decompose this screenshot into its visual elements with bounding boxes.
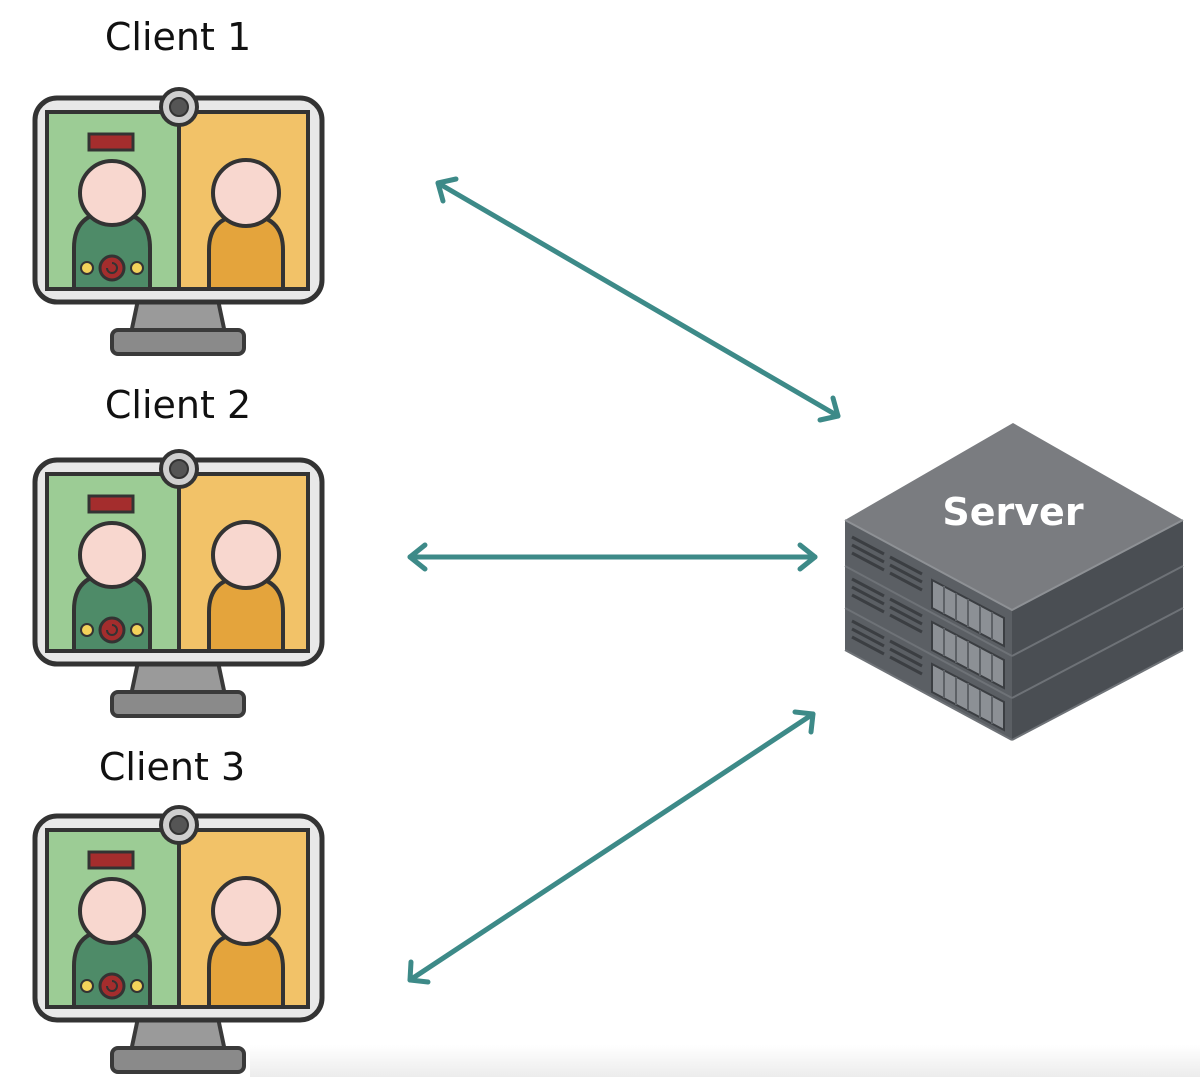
client-3-monitor-icon bbox=[35, 807, 322, 1072]
connector-client-3-server bbox=[407, 709, 816, 985]
server-rack-icon bbox=[843, 423, 1185, 742]
connector-client-2-server bbox=[407, 542, 818, 572]
server-label: Server bbox=[942, 490, 1083, 534]
client-1-label: Client 1 bbox=[105, 15, 251, 59]
client-2-monitor-icon bbox=[35, 451, 322, 716]
connector-client-1-server bbox=[435, 176, 841, 423]
client-1-monitor-icon bbox=[35, 89, 322, 354]
client-3-label: Client 3 bbox=[99, 745, 245, 789]
client-2-label: Client 2 bbox=[105, 383, 251, 427]
bottom-edge-shadow bbox=[250, 1045, 1200, 1077]
